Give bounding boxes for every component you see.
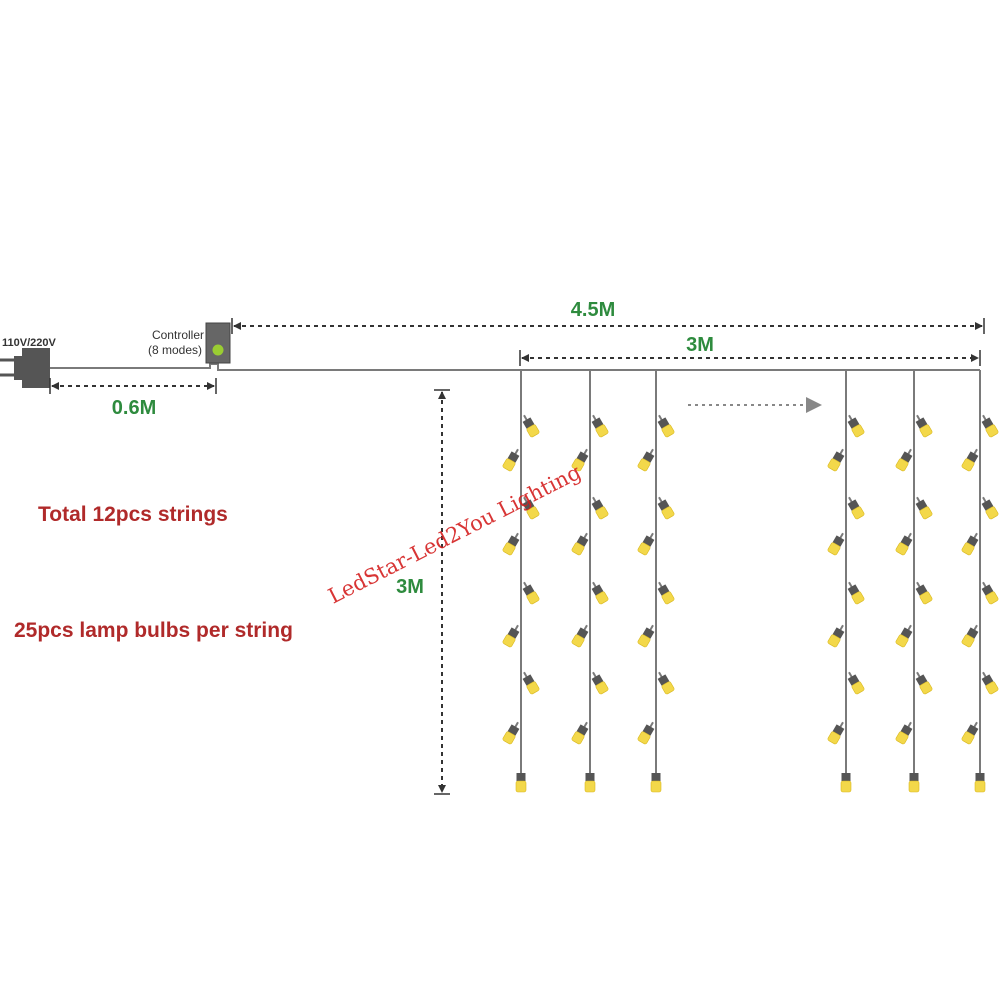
light-string	[961, 370, 999, 793]
lamp-bulb	[571, 448, 589, 472]
lamp-bulb	[657, 581, 675, 605]
drop-length-label: 3M	[396, 576, 424, 598]
lamp-bulb	[981, 671, 999, 695]
lamp-bulb	[981, 414, 999, 438]
plug-icon	[0, 348, 50, 388]
lamp-bulb	[571, 532, 589, 556]
lamp-bulb	[502, 448, 520, 472]
lamp-bulb	[522, 414, 540, 438]
bulbs-per-string-label: 25pcs lamp bulbs per string	[14, 619, 293, 642]
lamp-bulb	[961, 448, 979, 472]
lamp-bulb	[591, 496, 609, 520]
total-width-label: 4.5M	[571, 299, 615, 321]
light-string	[827, 370, 865, 793]
lamp-bulb	[522, 496, 540, 520]
lamp-bulb	[591, 581, 609, 605]
lamp-bulb	[584, 773, 596, 793]
lamp-bulb	[637, 721, 655, 745]
lamp-bulb	[591, 671, 609, 695]
lamp-bulb	[915, 496, 933, 520]
continuation-arrow-icon	[688, 397, 822, 413]
lamp-bulb	[915, 581, 933, 605]
lamp-bulb	[895, 721, 913, 745]
lamp-bulb	[895, 532, 913, 556]
lamp-bulb	[515, 773, 527, 793]
total-strings-label: Total 12pcs strings	[38, 503, 228, 526]
lamp-bulb	[840, 773, 852, 793]
lamp-bulb	[827, 721, 845, 745]
lamp-bulb	[827, 448, 845, 472]
lamp-bulb	[961, 532, 979, 556]
lamp-bulb	[502, 532, 520, 556]
lamp-bulb	[827, 532, 845, 556]
lamp-bulb	[847, 496, 865, 520]
voltage-label: 110V/220V	[2, 337, 56, 349]
lamp-bulb	[961, 624, 979, 648]
lamp-bulb	[637, 532, 655, 556]
lamp-bulb	[650, 773, 662, 793]
lamp-bulb	[571, 721, 589, 745]
light-string	[895, 370, 933, 793]
string-span-label: 3M	[686, 334, 714, 356]
light-string	[502, 370, 540, 793]
lamp-bulb	[961, 721, 979, 745]
lamp-bulb	[847, 671, 865, 695]
controller-icon	[205, 322, 231, 364]
lamp-bulb	[637, 448, 655, 472]
lamp-bulb	[915, 414, 933, 438]
lead-length-label: 0.6M	[112, 397, 156, 419]
lamp-bulb	[895, 448, 913, 472]
lamp-bulb	[522, 671, 540, 695]
watermark: LedStar-Led2You Lighting	[324, 460, 584, 609]
lamp-bulb	[591, 414, 609, 438]
lamp-bulb	[657, 496, 675, 520]
lamp-bulb	[981, 581, 999, 605]
lamp-bulb	[522, 581, 540, 605]
lamp-bulb	[895, 624, 913, 648]
lamp-bulb	[827, 624, 845, 648]
lamp-bulb	[502, 721, 520, 745]
main-wire	[50, 363, 980, 371]
lamp-bulb	[502, 624, 520, 648]
lamp-bulb	[657, 414, 675, 438]
lamp-bulb	[571, 624, 589, 648]
light-string	[571, 370, 609, 793]
light-string	[637, 370, 675, 793]
lamp-bulb	[915, 671, 933, 695]
lamp-bulb	[974, 773, 986, 793]
lamp-bulb	[847, 581, 865, 605]
lamp-bulb	[637, 624, 655, 648]
lamp-bulb	[657, 671, 675, 695]
lamp-bulb	[908, 773, 920, 793]
controller-label-line1: Controller	[152, 328, 204, 342]
lamp-bulb	[981, 496, 999, 520]
lamp-bulb	[847, 414, 865, 438]
light-strings	[502, 370, 999, 793]
controller-label-line2: (8 modes)	[148, 343, 202, 357]
